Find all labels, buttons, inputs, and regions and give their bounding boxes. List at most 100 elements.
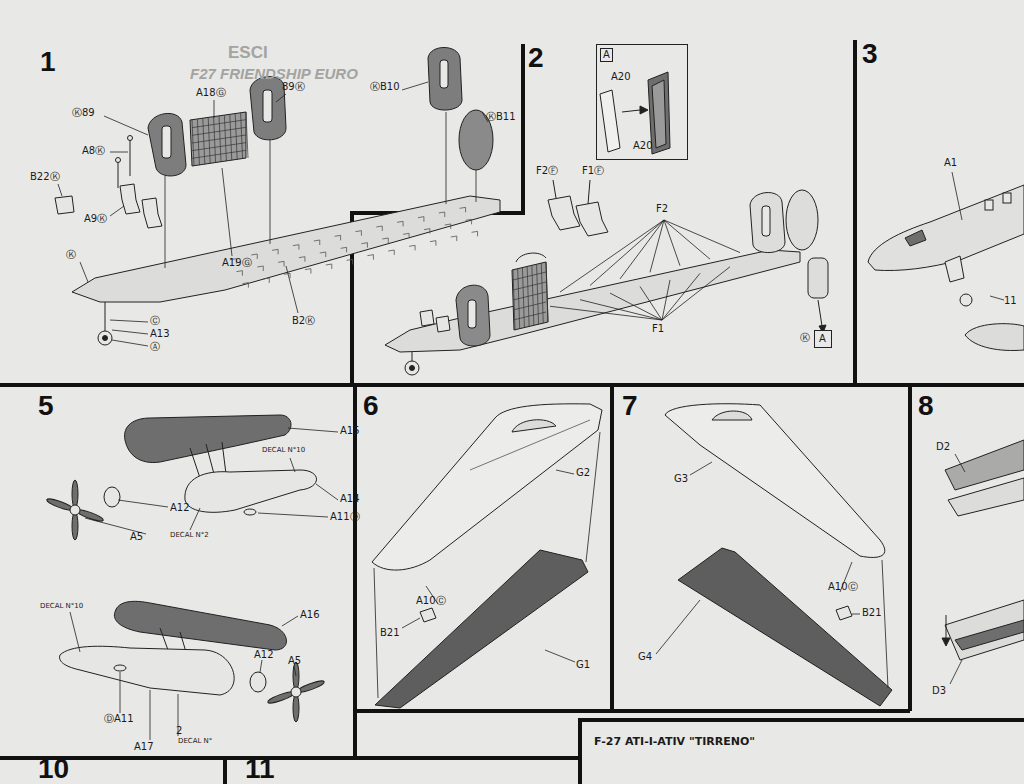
step1-art <box>242 283 248 288</box>
step5-art <box>222 442 226 474</box>
leader-line <box>374 568 378 698</box>
leader-line <box>580 300 662 320</box>
leader-line <box>118 500 168 507</box>
step1-art <box>250 77 286 140</box>
step1-art <box>445 224 451 229</box>
leader-line <box>276 94 286 102</box>
step2-art <box>818 300 822 326</box>
step1-art <box>105 302 106 332</box>
step8-art <box>945 600 1024 660</box>
leader-line <box>112 330 148 334</box>
step1-art <box>355 231 361 236</box>
step8-art <box>942 440 1024 684</box>
leader-line <box>662 280 670 320</box>
part-label: A8Ⓚ <box>82 146 105 156</box>
step1-art <box>326 264 332 269</box>
step2-art <box>750 193 785 253</box>
step7-art <box>665 404 892 706</box>
part-label: ⓀB11 <box>486 112 516 122</box>
part-label: D2 <box>936 442 950 452</box>
panel-border <box>610 385 614 711</box>
part-label: A12 <box>254 650 274 660</box>
step2-art <box>410 366 415 371</box>
step1-art <box>409 245 415 250</box>
step5-art <box>267 662 325 722</box>
step1-art <box>320 252 326 257</box>
step-number: 11 <box>245 755 275 783</box>
step1-art <box>430 241 436 246</box>
panel-border <box>853 40 857 383</box>
step-number: 3 <box>862 40 878 68</box>
step1-art <box>192 143 246 151</box>
part-label: D3 <box>932 686 946 696</box>
step2-art <box>512 262 548 330</box>
leader-line <box>610 293 662 320</box>
part-label: A11Ⓓ <box>330 512 360 522</box>
part-label: A5 <box>130 532 143 542</box>
leader-line <box>545 650 575 662</box>
step1-art <box>236 271 242 276</box>
step5-art <box>293 694 299 722</box>
leader-line <box>286 266 298 313</box>
step-number: 6 <box>363 392 379 420</box>
leader-line <box>110 206 124 216</box>
leader-line <box>80 262 88 282</box>
part-label: A5 <box>288 656 301 666</box>
step3-art <box>990 296 1004 300</box>
step1-art <box>388 250 394 255</box>
step5-art <box>206 444 214 474</box>
step5-art <box>244 509 256 515</box>
step1-art <box>192 112 248 166</box>
leader-line <box>316 484 338 500</box>
step1-art <box>192 120 246 128</box>
leader-line <box>656 600 700 654</box>
leader-line <box>290 458 295 472</box>
step1-art <box>118 160 119 188</box>
panel-border <box>0 383 1024 387</box>
reference-box: A <box>814 330 832 348</box>
step5-art <box>160 628 168 650</box>
part-label: A10Ⓒ <box>416 596 446 606</box>
step8-art <box>955 454 965 472</box>
step5-art <box>114 665 126 671</box>
part-label: DECAL N°10 <box>40 603 83 610</box>
step1-art <box>263 90 272 122</box>
part-label: A14 <box>340 494 360 504</box>
step1-art <box>246 112 248 158</box>
step1-art <box>376 226 382 231</box>
panel-border <box>0 40 1024 784</box>
step2-art <box>420 310 434 326</box>
inset-reference: A <box>819 334 826 344</box>
step5-art <box>72 480 78 508</box>
leader-line <box>110 152 128 153</box>
leader-line <box>662 267 730 320</box>
step5-art <box>104 487 120 507</box>
leader-line <box>112 340 148 346</box>
model-caption: F-27 ATI-I-ATIV "TIRRENO" <box>594 736 755 747</box>
step-number: 1 <box>40 48 56 76</box>
step1-art <box>263 278 269 283</box>
part-label: G1 <box>576 660 590 670</box>
step1-art <box>128 136 133 141</box>
leader-line <box>104 116 148 135</box>
step1-art <box>335 235 341 240</box>
step3-art <box>868 185 1024 271</box>
step2-art <box>762 206 770 236</box>
leader-line <box>110 320 148 322</box>
step1-art <box>190 112 246 166</box>
step5-art <box>185 470 317 512</box>
part-label: Ⓚ <box>66 250 76 260</box>
part-label: DECAL N° <box>178 738 212 745</box>
step1-art <box>382 238 388 243</box>
part-label: Ⓚ <box>800 333 810 343</box>
panel-border <box>355 709 910 713</box>
leader-line <box>650 220 664 272</box>
leader-line <box>640 287 662 320</box>
step5-art <box>190 448 200 478</box>
leader-line <box>590 220 664 285</box>
step6-art <box>372 404 602 708</box>
leader-line <box>222 168 232 256</box>
inset-letter: A <box>600 48 613 62</box>
leader-line <box>402 82 428 90</box>
step6-art <box>375 550 588 708</box>
